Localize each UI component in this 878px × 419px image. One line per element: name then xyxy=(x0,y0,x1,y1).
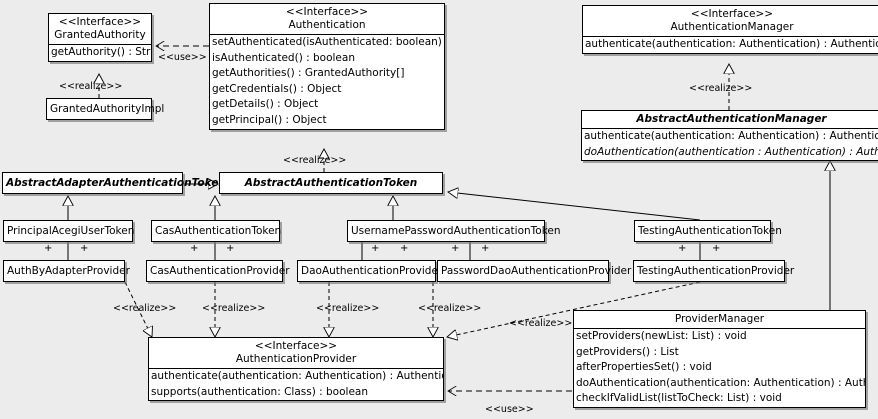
association-mark-plus: + xyxy=(226,243,235,254)
operations-compartment: authenticate(authentication: Authenticat… xyxy=(149,368,443,400)
class-name: CasAuthenticationToken xyxy=(155,225,282,237)
association-mark-plus: + xyxy=(451,243,460,254)
operations-compartment: authenticate(authentication: Authenticat… xyxy=(582,128,878,160)
association-mark-plus: + xyxy=(44,243,53,254)
class-granted-authority[interactable]: <<Interface>> GrantedAuthority getAuthor… xyxy=(48,13,152,62)
association-mark-plus: + xyxy=(400,243,409,254)
edge-label-realize-granted-authority: <<realize>> xyxy=(59,81,123,92)
class-password-dao-authentication-provider[interactable]: PasswordDaoAuthenticationProvider xyxy=(437,260,632,282)
operation-getauthorities: getAuthorities() : GrantedAuthority[] xyxy=(212,67,405,80)
edge-label-realize-cas: <<realize>> xyxy=(202,303,266,314)
class-name: TestingAuthenticationToken xyxy=(638,225,782,237)
class-name: UsernamePasswordAuthenticationToken xyxy=(351,225,561,237)
operation-authenticate: authenticate(authentication: Authenticat… xyxy=(585,38,878,50)
edge-label-realize-password-dao: <<realize>> xyxy=(418,303,482,314)
operation-getdetails: getDetails() : Object xyxy=(212,98,319,111)
operation-doauthentication: doAuthentication(authentication: Authent… xyxy=(576,376,865,389)
class-name: TestingAuthenticationProvider xyxy=(637,265,795,277)
class-provider-manager[interactable]: ProviderManager setProviders(newList: Li… xyxy=(573,310,866,408)
operation-authenticate: authenticate(authentication: Authenticat… xyxy=(584,130,878,142)
class-name: ProviderManager xyxy=(674,313,765,325)
operation-authenticate: authenticate(authentication: Authenticat… xyxy=(151,370,443,382)
edge-label-realize-authentication: <<realize>> xyxy=(283,155,347,166)
class-header: <<Interface>> GrantedAuthority xyxy=(49,14,151,44)
class-header: <<Interface>> Authentication xyxy=(210,4,444,34)
stereotype-label: <<Interface>> xyxy=(58,16,142,28)
operations-compartment: setAuthenticated(isAuthenticated: boolea… xyxy=(210,34,444,129)
class-authentication-provider[interactable]: <<Interface>> AuthenticationProvider aut… xyxy=(148,337,444,402)
operation-isauthenticated: isAuthenticated() : boolean xyxy=(212,51,355,64)
stereotype-label: <<Interface>> xyxy=(285,6,369,18)
class-dao-authentication-provider[interactable]: DaoAuthenticationProvider xyxy=(297,260,443,282)
class-name: AuthenticationManager xyxy=(670,21,794,33)
association-mark-plus: + xyxy=(678,243,687,254)
edge-label-use-provider-manager: <<use>> xyxy=(485,404,534,415)
class-authentication-manager[interactable]: <<Interface>> AuthenticationManager auth… xyxy=(582,5,878,54)
edge-label-realize-testing: <<realize>> xyxy=(509,318,573,329)
class-name: PasswordDaoAuthenticationProvider xyxy=(441,265,632,277)
operation-getcredentials: getCredentials() : Object xyxy=(212,82,342,95)
class-authentication[interactable]: <<Interface>> Authentication setAuthenti… xyxy=(209,3,445,130)
operation-supports: supports(authentication: Class) : boolea… xyxy=(151,385,368,398)
operation-getproviders: getProviders() : List xyxy=(576,345,679,358)
class-name: GrantedAuthorityImpl xyxy=(50,103,165,115)
operation-getprincipal: getPrincipal() : Object xyxy=(212,113,327,126)
class-granted-authority-impl[interactable]: GrantedAuthorityImpl xyxy=(46,98,165,120)
class-testing-authentication-provider[interactable]: TestingAuthenticationProvider xyxy=(633,260,795,282)
class-username-password-authentication-token[interactable]: UsernamePasswordAuthenticationToken xyxy=(347,220,561,242)
stereotype-label: <<Interface>> xyxy=(254,340,338,352)
class-name: PrincipalAcegiUserToken xyxy=(7,225,135,237)
class-auth-by-adapter-provider[interactable]: AuthByAdapterProvider xyxy=(3,260,130,282)
class-header: ProviderManager xyxy=(574,311,865,328)
association-mark-plus: + xyxy=(80,243,89,254)
class-abstract-adapter-authentication-token[interactable]: AbstractAdapterAuthenticationToken xyxy=(2,172,226,194)
edge-testingauthenticationtoken-extends-abstractauthenticationtoken xyxy=(448,192,701,221)
class-name: AbstractAdapterAuthenticationToken xyxy=(6,177,226,189)
class-name: AbstractAuthenticationToken xyxy=(244,177,418,189)
class-abstract-authentication-token[interactable]: AbstractAuthenticationToken xyxy=(219,172,443,194)
class-name: AbstractAuthenticationManager xyxy=(636,113,827,125)
operations-compartment: authenticate(authentication: Authenticat… xyxy=(583,36,878,53)
class-cas-authentication-token[interactable]: CasAuthenticationToken xyxy=(151,220,282,242)
edge-label-realize-auth-by-adapter: <<realize>> xyxy=(113,303,177,314)
class-name: AuthenticationProvider xyxy=(235,353,357,365)
association-mark-plus: + xyxy=(371,243,380,254)
class-header: AbstractAuthenticationManager xyxy=(582,111,878,128)
class-testing-authentication-token[interactable]: TestingAuthenticationToken xyxy=(634,220,782,242)
operation-checkifvalidlist: checkIfValidList(listToCheck: List) : vo… xyxy=(576,392,782,405)
association-mark-plus: + xyxy=(712,243,721,254)
class-cas-authentication-provider[interactable]: CasAuthenticationProvider xyxy=(146,260,290,282)
stereotype-label: <<Interface>> xyxy=(690,8,774,20)
class-name: AuthByAdapterProvider xyxy=(7,265,130,277)
edge-label-use-granted-authority: <<use>> xyxy=(158,52,207,63)
class-name: DaoAuthenticationProvider xyxy=(301,265,443,277)
class-name: GrantedAuthority xyxy=(54,29,146,41)
operation-setauthenticated: setAuthenticated(isAuthenticated: boolea… xyxy=(212,36,444,48)
association-mark-plus: + xyxy=(481,243,490,254)
operation-afterpropertiesset: afterPropertiesSet() : void xyxy=(576,361,712,374)
class-name: CasAuthenticationProvider xyxy=(150,265,290,277)
operation-setproviders: setProviders(newList: List) : void xyxy=(576,330,747,342)
operations-compartment: getAuthority() : String xyxy=(49,44,151,61)
operations-compartment: setProviders(newList: List) : void getPr… xyxy=(574,328,865,407)
class-header: <<Interface>> AuthenticationProvider xyxy=(149,338,443,368)
edge-associations-token-provider xyxy=(67,242,701,260)
class-principal-acegi-user-token[interactable]: PrincipalAcegiUserToken xyxy=(3,220,135,242)
class-header: <<Interface>> AuthenticationManager xyxy=(583,6,878,36)
class-abstract-authentication-manager[interactable]: AbstractAuthenticationManager authentica… xyxy=(581,110,878,162)
edge-label-realize-authentication-manager: <<realize>> xyxy=(689,83,753,94)
class-name: Authentication xyxy=(288,19,366,31)
edge-label-realize-dao: <<realize>> xyxy=(316,303,380,314)
association-mark-plus: + xyxy=(190,243,199,254)
operation-getauthority: getAuthority() : String xyxy=(51,46,151,58)
operation-doauthentication: doAuthentication(authentication : Authen… xyxy=(584,145,878,158)
